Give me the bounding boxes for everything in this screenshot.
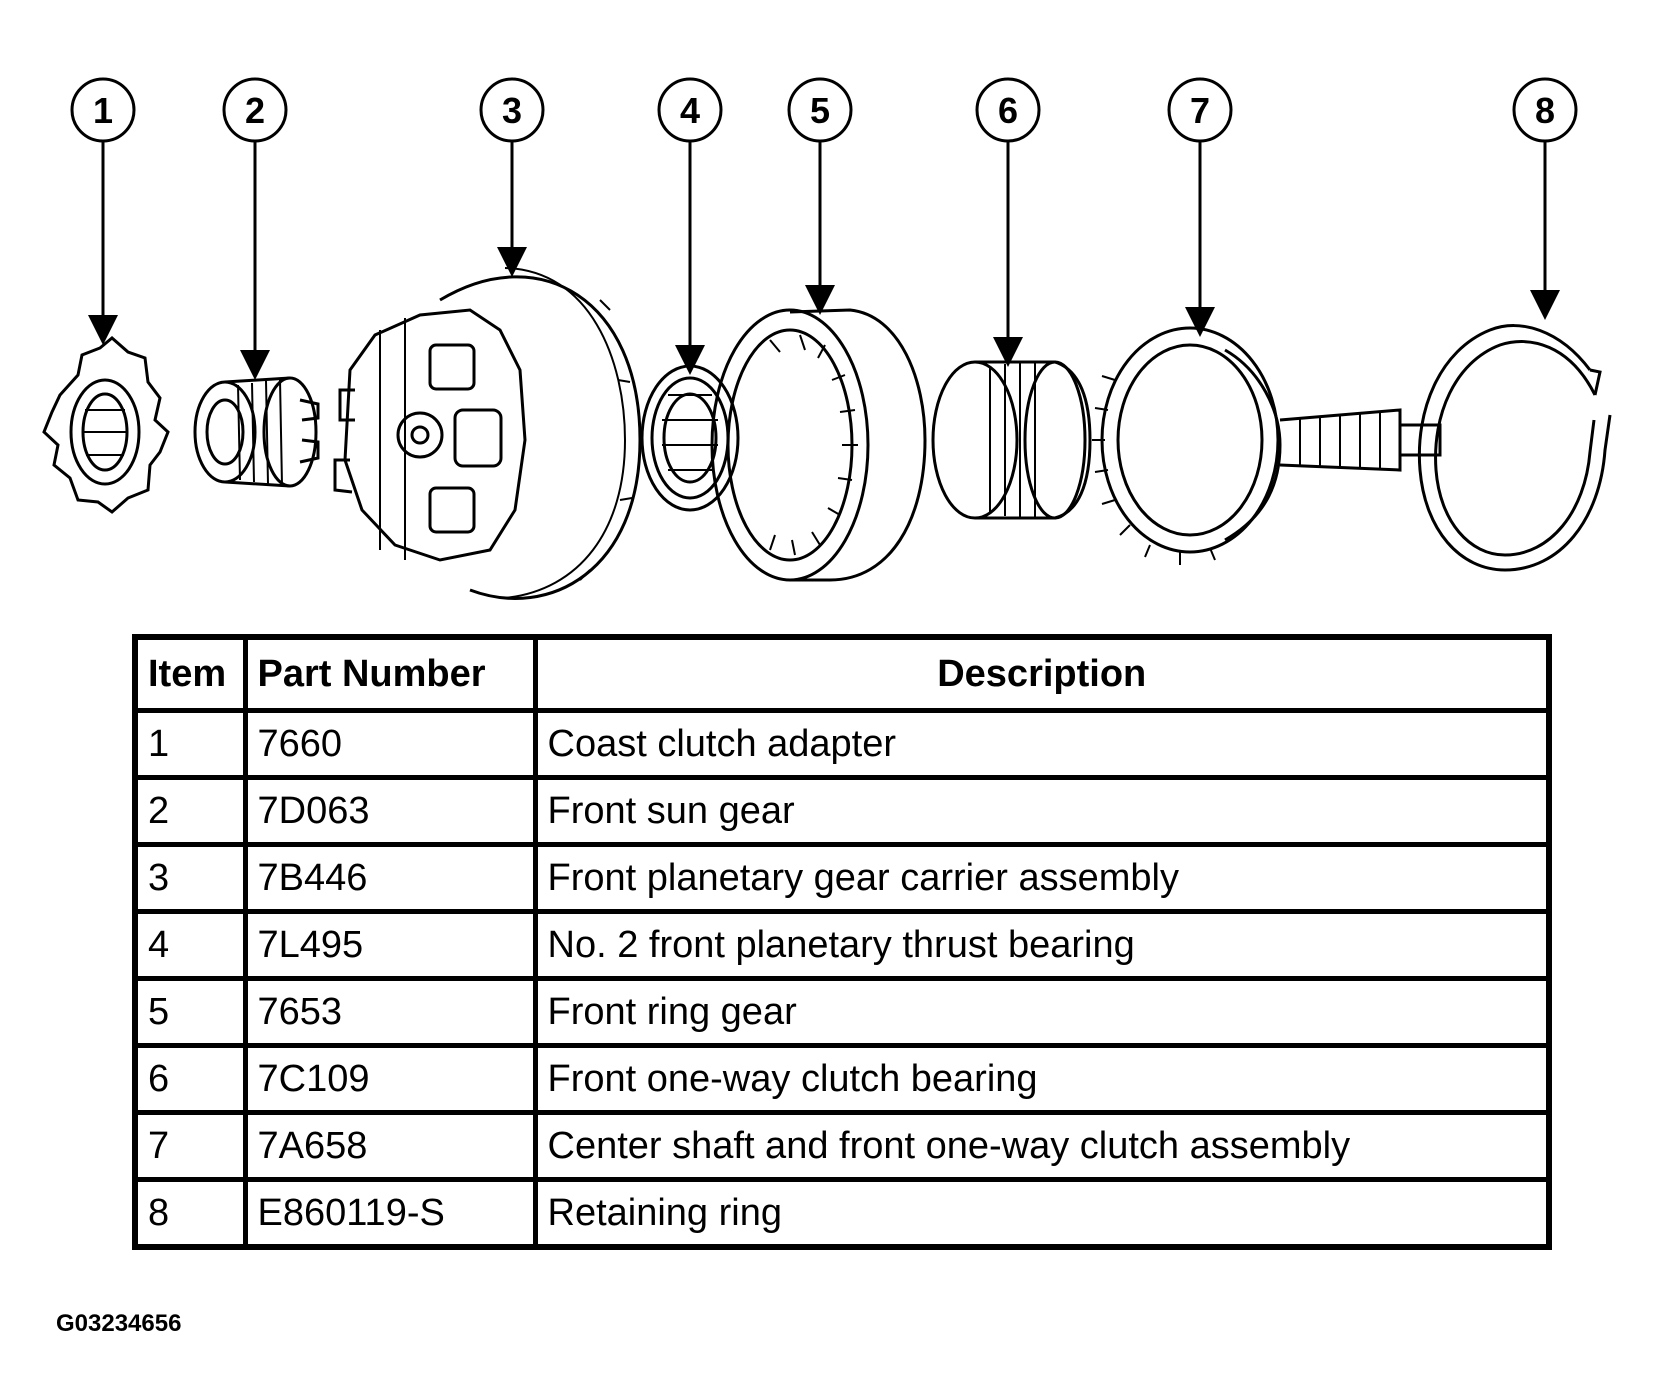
cell-description: No. 2 front planetary thrust bearing xyxy=(532,909,1552,981)
cell-part-number: 7C109 xyxy=(242,1043,538,1115)
callout-number-4: 4 xyxy=(680,90,700,131)
cell-item: 5 xyxy=(132,976,248,1048)
header-description: Description xyxy=(532,634,1552,713)
callout-circle-7 xyxy=(1167,77,1233,143)
cell-item: 4 xyxy=(132,909,248,981)
cell-part-number: 7L495 xyxy=(242,909,538,981)
callout-circle-1 xyxy=(70,77,136,143)
cell-part-number: E860119-S xyxy=(242,1177,538,1250)
front-ring-gear-illustration xyxy=(710,308,927,582)
callout-circle-3 xyxy=(479,77,545,143)
cell-part-number: 7B446 xyxy=(242,842,538,914)
retaining-ring-illustration xyxy=(1417,324,1612,572)
cell-item: 2 xyxy=(132,775,248,847)
thrust-bearing-illustration xyxy=(640,364,740,512)
cell-description: Retaining ring xyxy=(532,1177,1552,1250)
callout-circle-5 xyxy=(787,77,853,143)
center-shaft-clutch-illustration xyxy=(1092,326,1442,565)
header-part-number: Part Number xyxy=(242,634,538,713)
header-item: Item xyxy=(132,634,248,713)
figure-id: G03234656 xyxy=(56,1310,182,1337)
callout-circle-6 xyxy=(975,77,1041,143)
cell-item: 3 xyxy=(132,842,248,914)
front-sun-gear-illustration xyxy=(193,376,320,488)
callout-circle-2 xyxy=(222,77,288,143)
table-header-row: Item Part Number Description xyxy=(132,634,1552,713)
cell-item: 7 xyxy=(132,1110,248,1182)
cell-item: 8 xyxy=(132,1177,248,1250)
coast-clutch-adapter-illustration xyxy=(42,336,170,514)
callout-number-1: 1 xyxy=(93,90,113,131)
callout-circle-4 xyxy=(657,77,723,143)
callout-number-5: 5 xyxy=(810,90,830,131)
callout-number-6: 6 xyxy=(998,90,1018,131)
cell-part-number: 7653 xyxy=(242,976,538,1048)
callout-number-3: 3 xyxy=(502,90,522,131)
planetary-carrier-illustration xyxy=(333,267,642,600)
callout-circle-8 xyxy=(1512,77,1578,143)
callout-number-8: 8 xyxy=(1535,90,1555,131)
cell-description: Front one-way clutch bearing xyxy=(532,1043,1552,1115)
cell-part-number: 7660 xyxy=(242,708,538,780)
cell-part-number: 7D063 xyxy=(242,775,538,847)
cell-item: 6 xyxy=(132,1043,248,1115)
one-way-clutch-bearing-illustration xyxy=(931,360,1092,520)
cell-description: Coast clutch adapter xyxy=(532,708,1552,780)
callout-number-7: 7 xyxy=(1190,90,1210,131)
cell-description: Front planetary gear carrier assembly xyxy=(532,842,1552,914)
callout-number-2: 2 xyxy=(245,90,265,131)
cell-description: Center shaft and front one-way clutch as… xyxy=(532,1110,1552,1182)
exploded-parts-diagram: 1 2 3 4 5 6 7 8 xyxy=(42,77,1612,600)
cell-description: Front sun gear xyxy=(532,775,1552,847)
cell-item: 1 xyxy=(132,708,248,780)
cell-part-number: 7A658 xyxy=(242,1110,538,1182)
cell-description: Front ring gear xyxy=(532,976,1552,1048)
